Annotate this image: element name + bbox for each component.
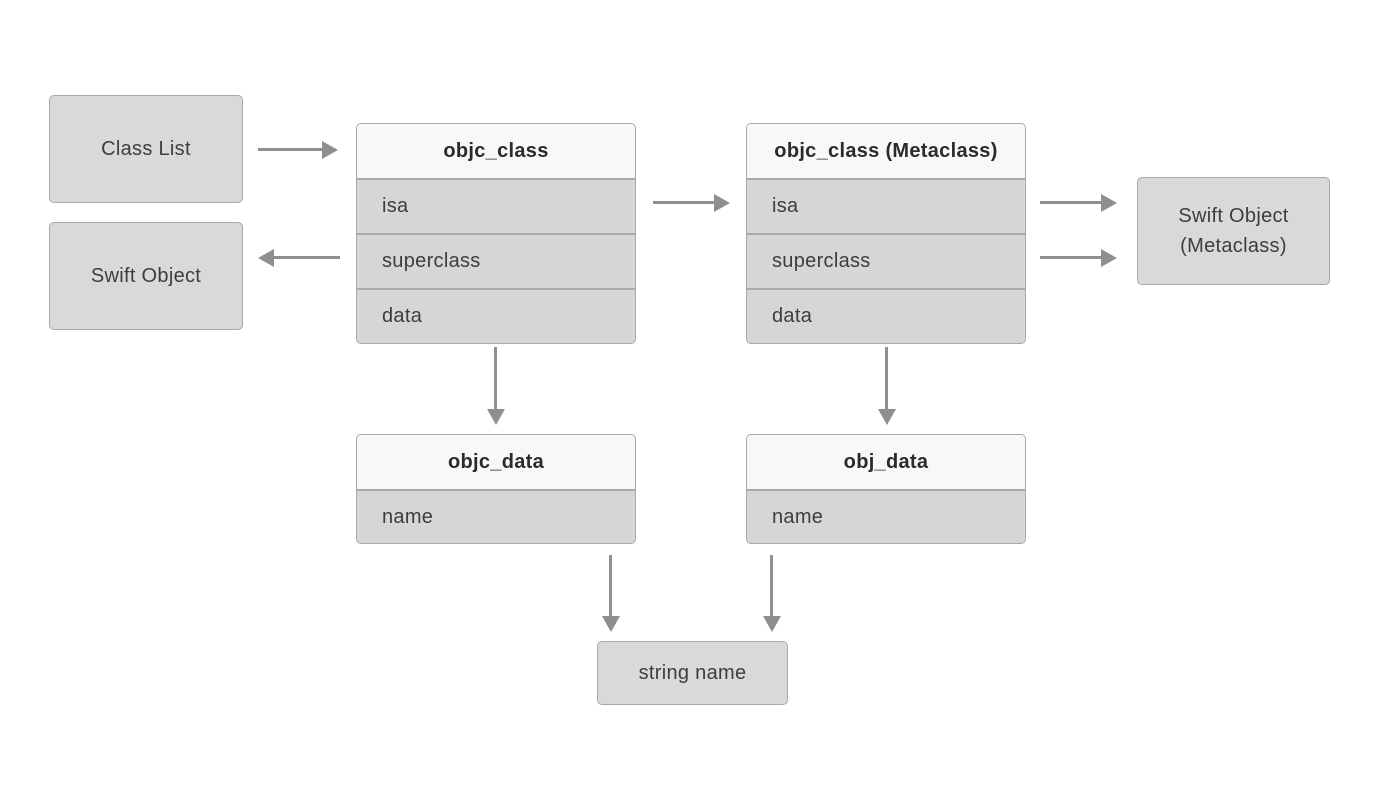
- box-swift-object-metaclass-label: Swift Object (Metaclass): [1178, 205, 1289, 257]
- table-objc-class-metaclass-row-data: data: [747, 288, 1025, 343]
- arrow-objc-data-to-string-name: [609, 555, 612, 616]
- table-obj-data-title: obj_data: [747, 435, 1025, 489]
- box-string-name: string name: [597, 641, 788, 705]
- table-objc-class-metaclass-title: objc_class (Metaclass): [747, 124, 1025, 178]
- table-objc-data: objc_data name: [356, 434, 636, 544]
- box-swift-object-metaclass: Swift Object (Metaclass): [1137, 177, 1330, 285]
- arrow-objc-class-isa-to-metaclass: [653, 201, 714, 204]
- table-objc-class-metaclass-row-superclass: superclass: [747, 233, 1025, 288]
- table-objc-class-metaclass: objc_class (Metaclass) isa superclass da…: [746, 123, 1026, 344]
- table-objc-data-title: objc_data: [357, 435, 635, 489]
- table-objc-class-metaclass-row-isa: isa: [747, 178, 1025, 233]
- box-class-list: Class List: [49, 95, 243, 203]
- arrow-obj-data-to-string-name: [770, 555, 773, 616]
- table-objc-class-title: objc_class: [357, 124, 635, 178]
- box-swift-object-label: Swift Object: [90, 265, 202, 287]
- table-obj-data-row-name: name: [747, 489, 1025, 543]
- box-swift-object: Swift Object: [49, 222, 243, 330]
- table-obj-data: obj_data name: [746, 434, 1026, 544]
- box-string-name-label: string name: [638, 662, 747, 684]
- table-objc-class-row-superclass: superclass: [357, 233, 635, 288]
- box-class-list-label: Class List: [101, 138, 191, 160]
- arrow-metaclass-superclass-to-swift-object-metaclass: [1040, 256, 1101, 259]
- table-objc-class-row-isa: isa: [357, 178, 635, 233]
- arrow-metaclass-isa-to-swift-object-metaclass: [1040, 201, 1101, 204]
- arrow-metaclass-to-obj-data: [885, 347, 888, 409]
- table-objc-class: objc_class isa superclass data: [356, 123, 636, 344]
- table-objc-data-row-name: name: [357, 489, 635, 543]
- arrow-objc-class-to-objc-data: [494, 347, 497, 409]
- table-objc-class-row-data: data: [357, 288, 635, 343]
- arrow-class-list-to-objc-class: [258, 148, 322, 151]
- arrow-objc-class-superclass-to-swift-object: [274, 256, 340, 259]
